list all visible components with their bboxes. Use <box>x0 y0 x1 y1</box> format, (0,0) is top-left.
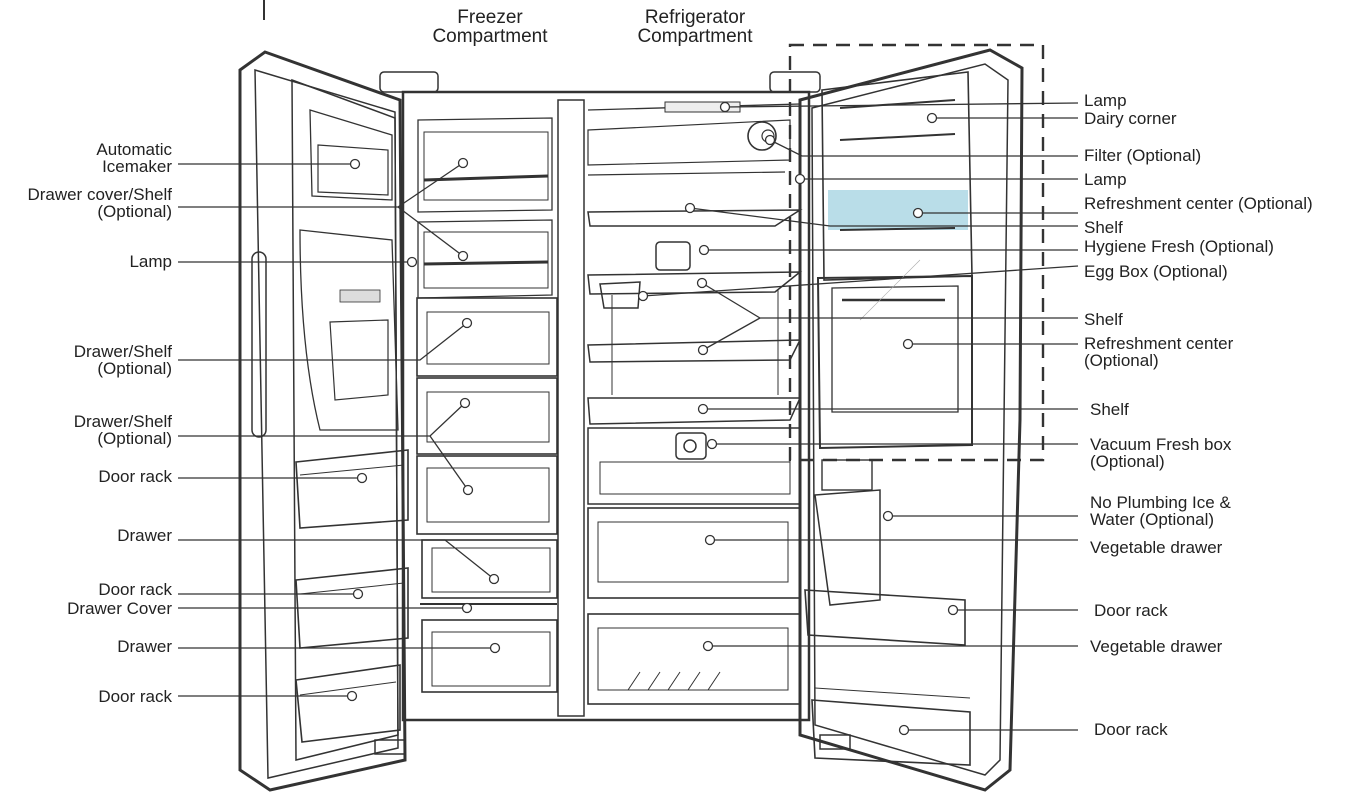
leader-endpoint <box>406 256 418 268</box>
right-door <box>798 48 1024 792</box>
leader-endpoint <box>356 472 368 484</box>
refrigerator-compartment <box>587 101 803 705</box>
label-door-rack-right-1: Door rack <box>1094 601 1168 620</box>
label-drawer-shelf-1: Drawer/Shelf(Optional) <box>73 342 172 378</box>
label-shelf-3: Shelf <box>1090 400 1129 419</box>
label-drawer-2: Drawer <box>117 637 172 656</box>
leader-endpoint <box>702 640 714 652</box>
leader-endpoint <box>698 244 710 256</box>
label-lamp-left: Lamp <box>129 252 172 271</box>
leader-endpoint <box>457 250 469 262</box>
label-shelf-2: Shelf <box>1084 310 1123 329</box>
label-drawer-shelf-2: Drawer/Shelf(Optional) <box>73 412 172 448</box>
leader-endpoint <box>461 602 473 614</box>
leader-shelf-1 <box>689 207 1078 227</box>
label-drawer-1: Drawer <box>117 526 172 545</box>
label-egg-box: Egg Box (Optional) <box>1084 262 1228 281</box>
label-vegetable-drawer-2: Vegetable drawer <box>1090 637 1223 656</box>
leader-endpoint <box>684 202 696 214</box>
label-door-rack-1: Door rack <box>98 467 172 486</box>
label-door-rack-2: Door rack <box>98 580 172 599</box>
leader-drawer-cover-shelf <box>178 162 464 208</box>
leader-endpoint <box>704 534 716 546</box>
label-dairy-corner: Dairy corner <box>1084 109 1177 128</box>
freezer-compartment <box>416 117 558 693</box>
leader-endpoint <box>898 724 910 736</box>
label-vegetable-drawer-1: Vegetable drawer <box>1090 538 1223 557</box>
cabinet <box>374 71 851 755</box>
leader-endpoint <box>461 317 473 329</box>
label-no-plumbing: No Plumbing Ice &Water (Optional) <box>1090 493 1231 529</box>
label-shelf-1: Shelf <box>1084 218 1123 237</box>
leader-endpoint <box>794 173 806 185</box>
label-lamp-right-1: Lamp <box>1084 91 1127 110</box>
leader-drawer-shelf-2b <box>429 435 469 491</box>
leader-endpoint <box>352 588 364 600</box>
leader-shelf-2b <box>702 317 761 351</box>
label-door-rack-3: Door rack <box>98 687 172 706</box>
leader-lamp-right-1 <box>724 102 1079 108</box>
label-drawer-cover-shelf: Drawer cover/Shelf(Optional) <box>27 185 172 221</box>
leader-endpoint <box>764 134 776 146</box>
leader-endpoint <box>459 397 471 409</box>
leader-endpoints <box>346 101 959 736</box>
left-door <box>238 50 409 792</box>
leader-endpoint <box>926 112 938 124</box>
leader-endpoint <box>882 510 894 522</box>
leader-endpoint <box>346 690 358 702</box>
leader-endpoint <box>719 101 731 113</box>
leader-endpoint <box>457 157 469 169</box>
leader-endpoint <box>706 438 718 450</box>
leader-endpoint <box>488 573 500 585</box>
leader-drawer-cover-shelf-b <box>397 206 464 257</box>
label-door-rack-right-2: Door rack <box>1094 720 1168 739</box>
leader-endpoint <box>697 344 709 356</box>
leader-lines <box>178 102 1079 731</box>
leader-endpoint <box>902 338 914 350</box>
label-lamp-right-2: Lamp <box>1084 170 1127 189</box>
label-refreshment-center-2: Refreshment center(Optional) <box>1084 334 1234 370</box>
leader-endpoint <box>349 158 361 170</box>
leader-egg-box <box>642 265 1079 297</box>
leader-endpoint <box>947 604 959 616</box>
label-drawer-cover: Drawer Cover <box>67 599 172 618</box>
label-vacuum-fresh: Vacuum Fresh box(Optional) <box>1090 435 1232 471</box>
label-hygiene-fresh: Hygiene Fresh (Optional) <box>1084 237 1274 256</box>
label-filter: Filter (Optional) <box>1084 146 1202 165</box>
leader-endpoint <box>912 207 924 219</box>
leader-drawer-1 <box>178 539 495 580</box>
optional-zone-outline <box>788 43 1045 462</box>
leader-endpoint <box>637 290 649 302</box>
leader-endpoint <box>462 484 474 496</box>
leader-drawer-shelf-2 <box>178 402 466 437</box>
leader-filter <box>769 139 1078 157</box>
leader-endpoint <box>489 642 501 654</box>
leader-endpoint <box>696 277 708 289</box>
leader-drawer-shelf-1 <box>178 322 468 361</box>
label-refreshment-center-1: Refreshment center (Optional) <box>1084 194 1313 213</box>
leader-endpoint <box>697 403 709 415</box>
